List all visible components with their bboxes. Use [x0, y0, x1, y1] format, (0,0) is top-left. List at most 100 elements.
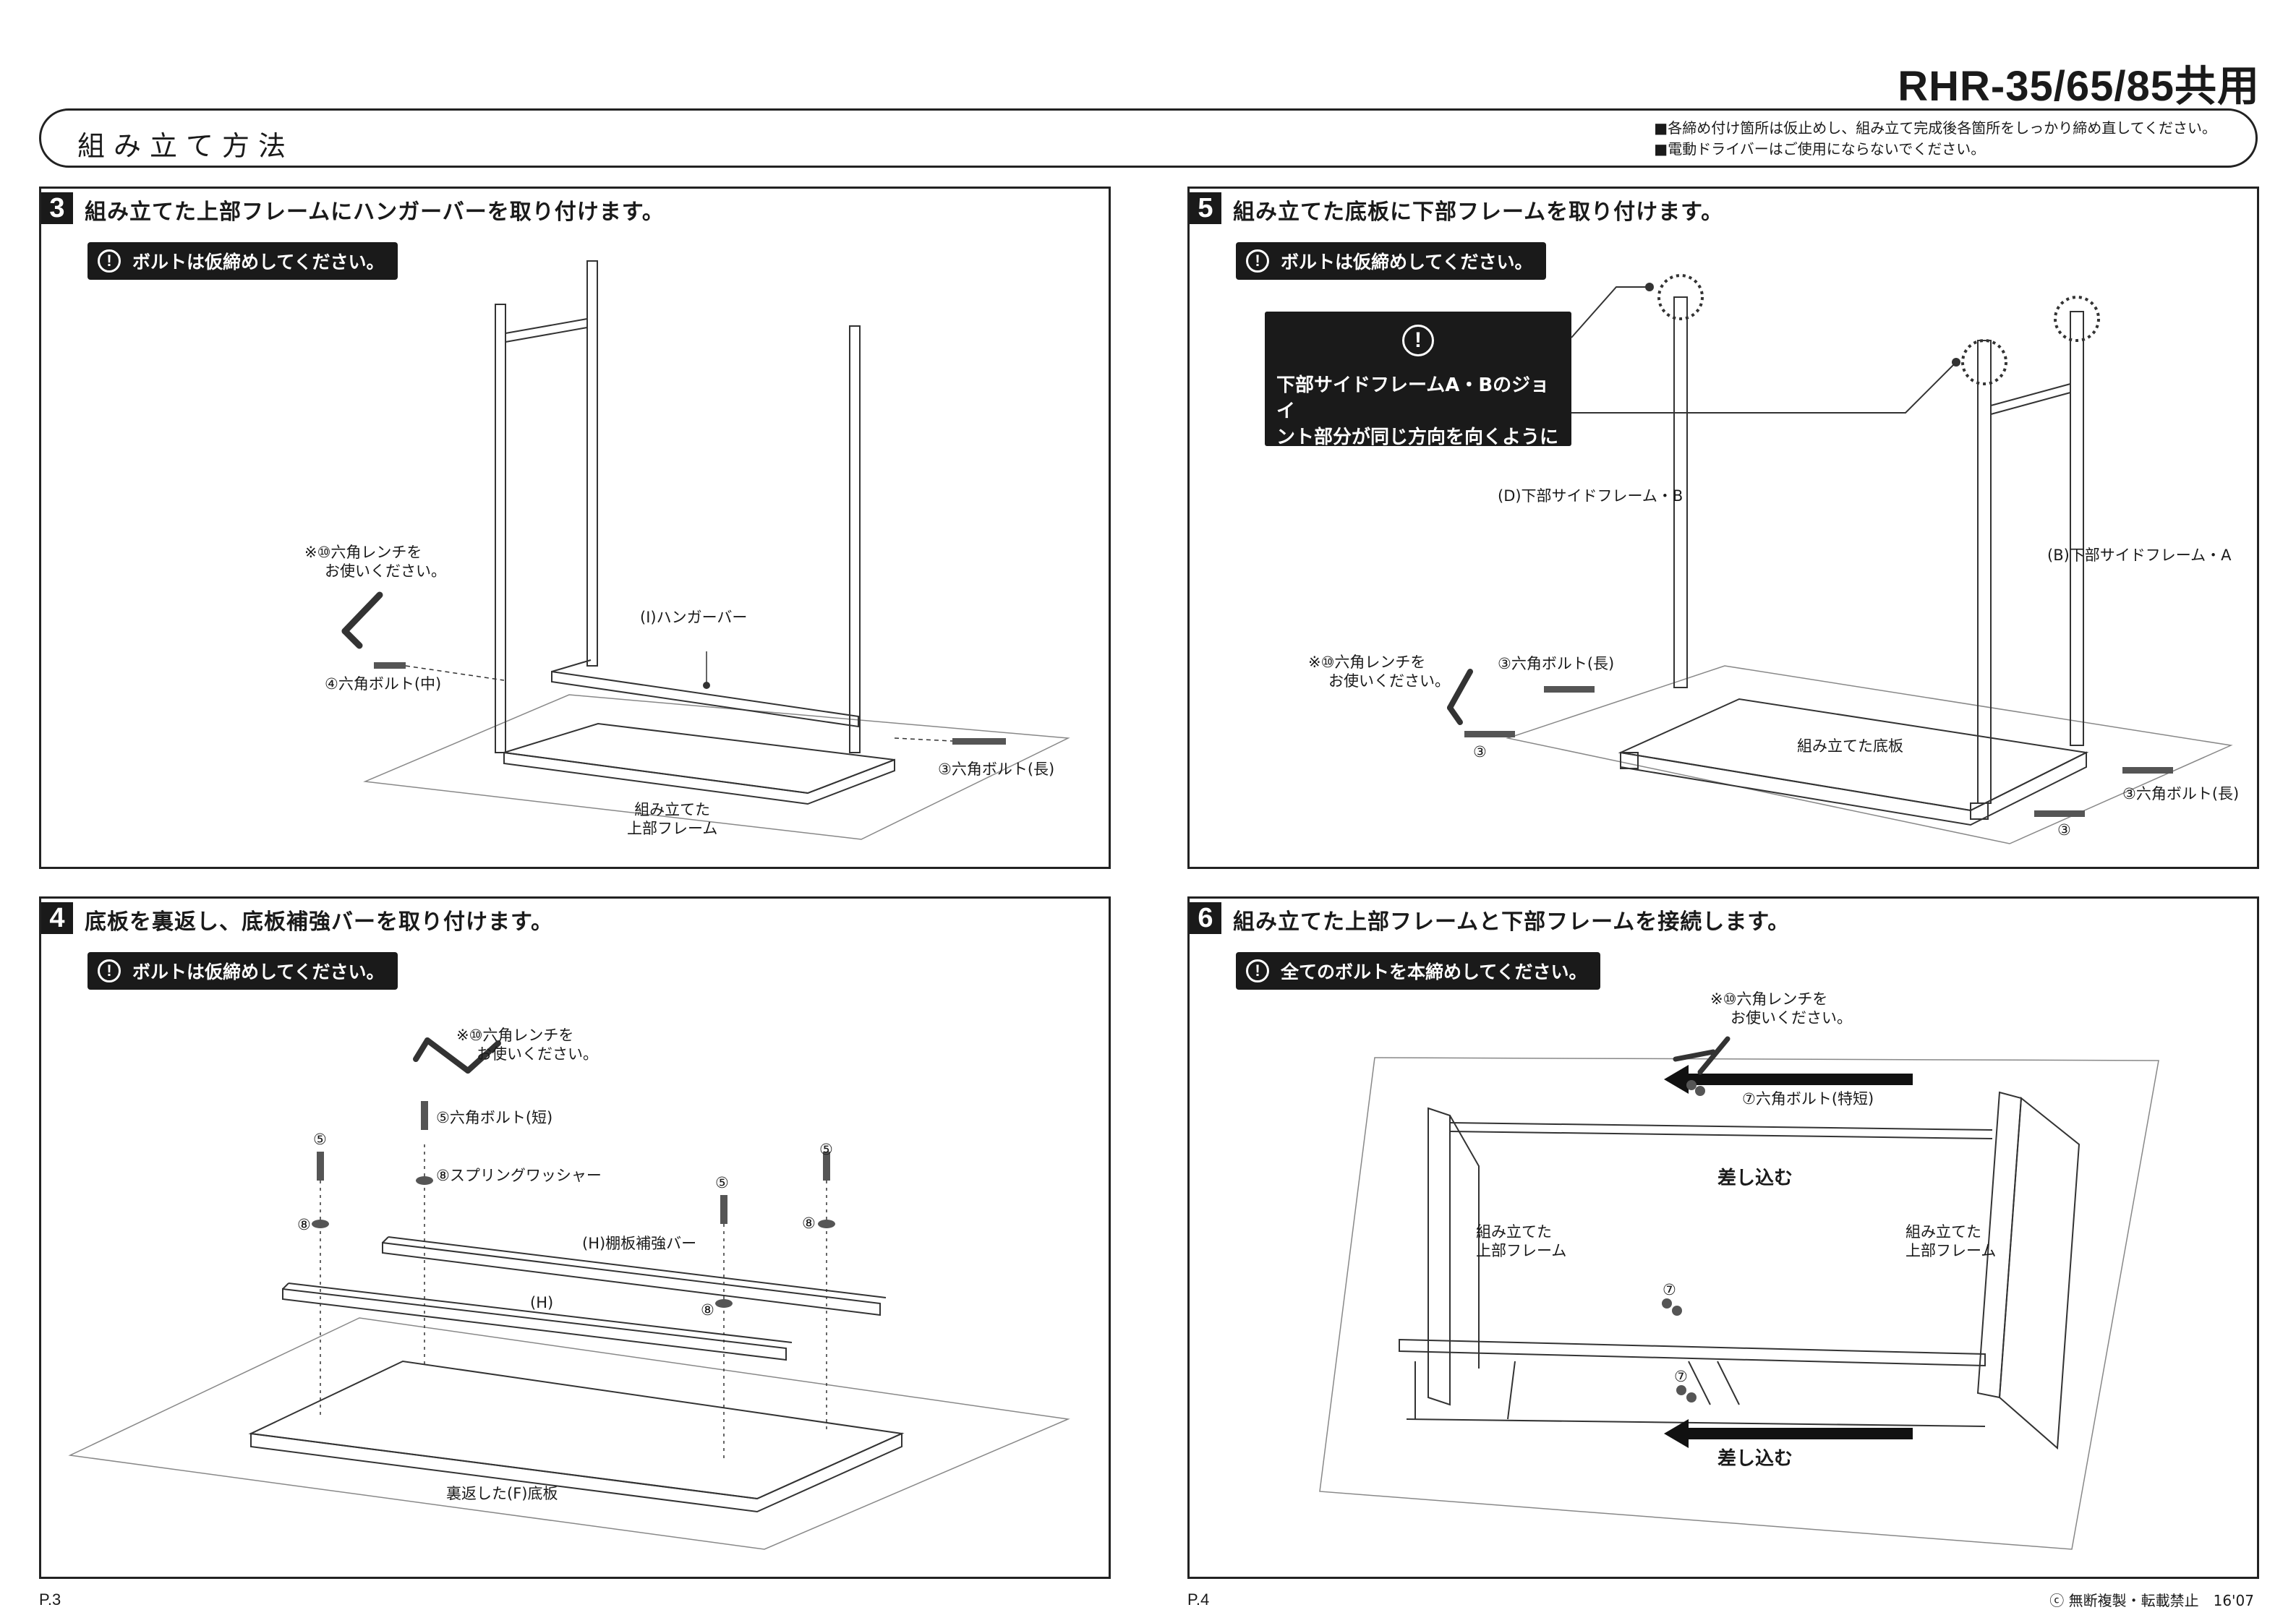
note-line-1: 下部サイドフレームA・Bのジョイ	[1276, 374, 1550, 422]
frame-label-line-1: 組み立てた	[1905, 1223, 1981, 1241]
bolt-3-number: ③	[1473, 743, 1487, 761]
warning-badge: ! ボルトは仮締めしてください。	[88, 952, 398, 990]
washer-icon	[416, 1176, 433, 1185]
frame-a-post-front	[1977, 340, 1992, 804]
section-header: 組み立て方法 ■各締め付け箇所は仮止めし、組み立て完成後各箇所をしっかり締め直し…	[39, 108, 2258, 168]
bolt-4-label: ④六角ボルト(中)	[325, 675, 442, 693]
exclamation-icon: !	[1246, 959, 1269, 982]
joint-highlight-circle	[1961, 339, 2007, 385]
bolt-5-label: ⑤六角ボルト(短)	[436, 1109, 553, 1126]
bolt-7-number: ⑦	[1674, 1368, 1688, 1385]
wrench-note-line-1: ※⑩六角レンチを	[304, 544, 422, 561]
warning-text: 全てのボルトを本締めしてください。	[1281, 962, 1587, 982]
warning-badge: ! ボルトは仮締めしてください。	[88, 242, 398, 280]
note-line-2: ント部分が同じ方向を向くように	[1276, 427, 1559, 448]
step-title: 組み立てた上部フレームと下部フレームを接続します。	[1233, 909, 1791, 935]
bolt-5-number: ⑤	[313, 1131, 327, 1148]
frame-label-line-2: 上部フレーム	[627, 820, 718, 837]
joint-highlight-circle	[1657, 274, 1704, 320]
page-number-left: P.3	[39, 1590, 61, 1609]
washer-label: ⑧スプリングワッシャー	[436, 1167, 602, 1184]
exclamation-icon: !	[1402, 325, 1434, 356]
bolt-3b-label: ③六角ボルト(長)	[2122, 785, 2240, 802]
step-6-panel: 6 組み立てた上部フレームと下部フレームを接続します。 ! 全てのボルトを本締め…	[1187, 896, 2259, 1579]
warning-text: ボルトは仮締めしてください。	[132, 252, 385, 273]
bolt-icon	[952, 738, 1006, 745]
bolt-icon	[1672, 1306, 1682, 1316]
note-line-3: 取り付けてください。	[1276, 453, 1464, 474]
frame-label-line-2: 上部フレーム	[1476, 1242, 1567, 1259]
page-number-right: P.4	[1187, 1590, 1210, 1609]
right-back-post	[849, 325, 861, 753]
wrench-note: ※⑩六角レンチを お使いください。	[456, 1026, 598, 1063]
model-number: RHR-35/65/85共用	[1898, 63, 2260, 110]
washer-icon	[312, 1220, 329, 1228]
bolt-icon	[1686, 1080, 1697, 1090]
exclamation-icon: !	[98, 959, 121, 982]
bolt-icon	[1686, 1392, 1697, 1403]
frame-label: 組み立てた 上部フレーム	[627, 800, 717, 838]
insert-label-upper: 差し込む	[1717, 1168, 1793, 1189]
bolt-icon	[2122, 767, 2173, 774]
frame-label-right: 組み立てた 上部フレーム	[1905, 1222, 1996, 1260]
wrench-note: ※⑩六角レンチを お使いください。	[304, 543, 446, 581]
floor-plane	[363, 694, 1070, 840]
section-title: 組み立て方法	[77, 130, 295, 162]
warning-badge: ! 全てのボルトを本締めしてください。	[1236, 952, 1600, 990]
frame-label-line-1: 組み立てた	[1476, 1223, 1552, 1241]
floor-plane	[1506, 665, 2233, 844]
step-number: 6	[1190, 902, 1221, 934]
assembly-notes: ■各締め付け箇所は仮止めし、組み立て完成後各箇所をしっかり締め直してください。 …	[1654, 118, 2216, 160]
washer-icon	[715, 1299, 733, 1308]
warning-text: ボルトは仮締めしてください。	[132, 962, 385, 982]
note-line-1: ■各締め付け箇所は仮止めし、組み立て完成後各箇所をしっかり締め直してください。	[1654, 119, 2216, 137]
lower-frame-illustration	[1447, 274, 2233, 844]
bolt-icon	[823, 1152, 830, 1181]
washer-8-number: ⑧	[701, 1301, 714, 1319]
bolt-5-number: ⑤	[819, 1141, 833, 1158]
wrench-note: ※⑩六角レンチを お使いください。	[1710, 990, 1852, 1027]
step-number: 3	[41, 192, 73, 224]
hanger-bar-label: (I)ハンガーバー	[640, 609, 748, 626]
frame-label-left: 組み立てた 上部フレーム	[1476, 1222, 1566, 1260]
bolt-7-number: ⑦	[1663, 1281, 1676, 1298]
floor-plane	[1319, 1057, 2159, 1550]
step-number: 5	[1190, 192, 1221, 224]
wrench-note-line-2: お使いください。	[325, 562, 446, 580]
hanger-bar-illustration	[341, 260, 1070, 840]
frame-label-line-2: 上部フレーム	[1905, 1242, 1997, 1259]
reinforcement-bar-upper	[382, 1241, 881, 1316]
floor-plane	[68, 1317, 1070, 1550]
left-frame-end	[1427, 1107, 1451, 1406]
bar-h-lower-label: (H)	[530, 1294, 554, 1311]
frame-a-post-back	[2070, 311, 2084, 746]
front-rail-upper	[1399, 1338, 1986, 1367]
step-title: 底板を裏返し、底板補強バーを取り付けます。	[85, 909, 553, 935]
washer-8-number: ⑧	[297, 1216, 311, 1233]
note-line-2: ■電動ドライバーはご使用にならないでください。	[1654, 140, 1986, 158]
step-number: 4	[41, 902, 73, 934]
bolt-icon	[2034, 810, 2085, 817]
wrench-note-line-2: お使いください。	[477, 1045, 598, 1063]
step-4-panel: 4 底板を裏返し、底板補強バーを取り付けます。 ! ボルトは仮締めしてください。	[39, 896, 1111, 1579]
frame-b-label: (D)下部サイドフレーム・B	[1498, 487, 1683, 505]
copyright-notice: ⓒ 無断複製・転載禁止 16'07	[2049, 1592, 2254, 1609]
bolt-icon	[1662, 1298, 1672, 1309]
step-5-header: 5 組み立てた底板に下部フレームを取り付けます。	[1190, 189, 1723, 231]
wrench-note: ※⑩六角レンチを お使いください。	[1308, 653, 1450, 690]
exclamation-icon: !	[1246, 249, 1269, 273]
wrench-note-line-1: ※⑩六角レンチを	[1308, 654, 1426, 671]
bolt-icon	[421, 1101, 428, 1130]
warning-text: ボルトは仮締めしてください。	[1281, 252, 1533, 273]
step-3-header: 3 組み立てた上部フレームにハンガーバーを取り付けます。	[41, 189, 665, 231]
wrench-note-line-2: お使いください。	[1328, 672, 1450, 690]
wrench-note-line-1: ※⑩六角レンチを	[1710, 990, 1828, 1008]
insert-label-lower: 差し込む	[1717, 1448, 1793, 1470]
washer-icon	[818, 1220, 835, 1228]
bolt-icon	[317, 1152, 324, 1181]
left-back-post	[586, 260, 598, 667]
step-title: 組み立てた底板に下部フレームを取り付けます。	[1233, 200, 1724, 225]
hex-wrench-icon	[341, 591, 383, 635]
frame-label-line-1: 組み立てた	[634, 801, 711, 818]
bolt-3-label: ③六角ボルト(長)	[1498, 655, 1615, 672]
